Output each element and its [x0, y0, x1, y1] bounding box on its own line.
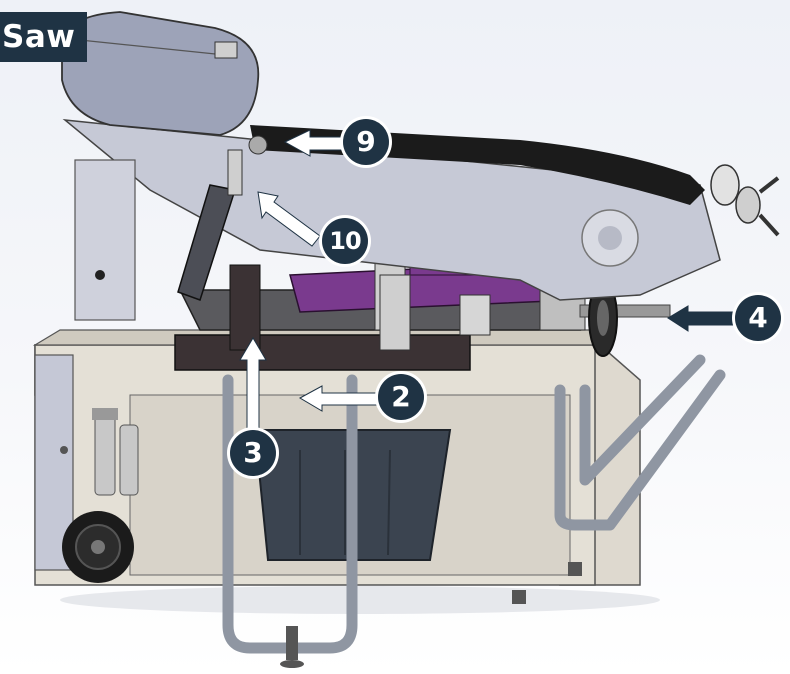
- air-filter-regulator: [92, 408, 139, 496]
- vise-table: [174, 209, 586, 371]
- callout-arrows: [239, 129, 736, 431]
- tension-knob: [710, 164, 780, 237]
- handwheel: [579, 279, 671, 357]
- callout-2: 2: [378, 374, 424, 420]
- callout-9: 9: [343, 119, 389, 165]
- callout-4: 4: [735, 295, 781, 341]
- title-tag: Saw: [0, 12, 88, 62]
- wheel: [62, 511, 134, 583]
- callout-3: 3: [230, 430, 276, 476]
- wheel-cover: [61, 11, 260, 136]
- callout-10: 10: [322, 218, 368, 264]
- hydraulic-cylinder: [177, 135, 268, 301]
